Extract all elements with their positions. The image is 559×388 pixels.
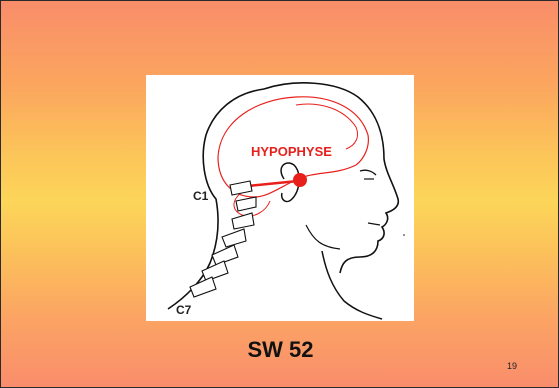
c7-label: C7: [176, 303, 191, 317]
throat-outline: [322, 251, 382, 319]
jaw-outline: [306, 225, 340, 249]
brain-inner-contour: [296, 104, 358, 149]
vertebra-c4: [222, 229, 246, 247]
vertebra-c3: [232, 213, 254, 229]
head-profile-drawing: [146, 75, 414, 321]
hypophyse-label: HYPOPHYSE: [251, 144, 332, 159]
vertebra-c1: [230, 181, 252, 195]
c1-label: C1: [193, 189, 208, 203]
head-profile-illustration: HYPOPHYSE C1 C7: [146, 75, 414, 321]
slide-caption: SW 52: [1, 337, 559, 363]
hypophyse-marker: [293, 173, 307, 187]
page-number: 19: [507, 361, 517, 371]
vertebra-c5: [212, 245, 238, 265]
mouth-outline: [368, 223, 380, 225]
vertebra-c2: [236, 197, 256, 211]
vertebra-c6: [202, 261, 228, 281]
vertebra-c7: [190, 277, 216, 297]
eye-outline: [360, 170, 376, 175]
